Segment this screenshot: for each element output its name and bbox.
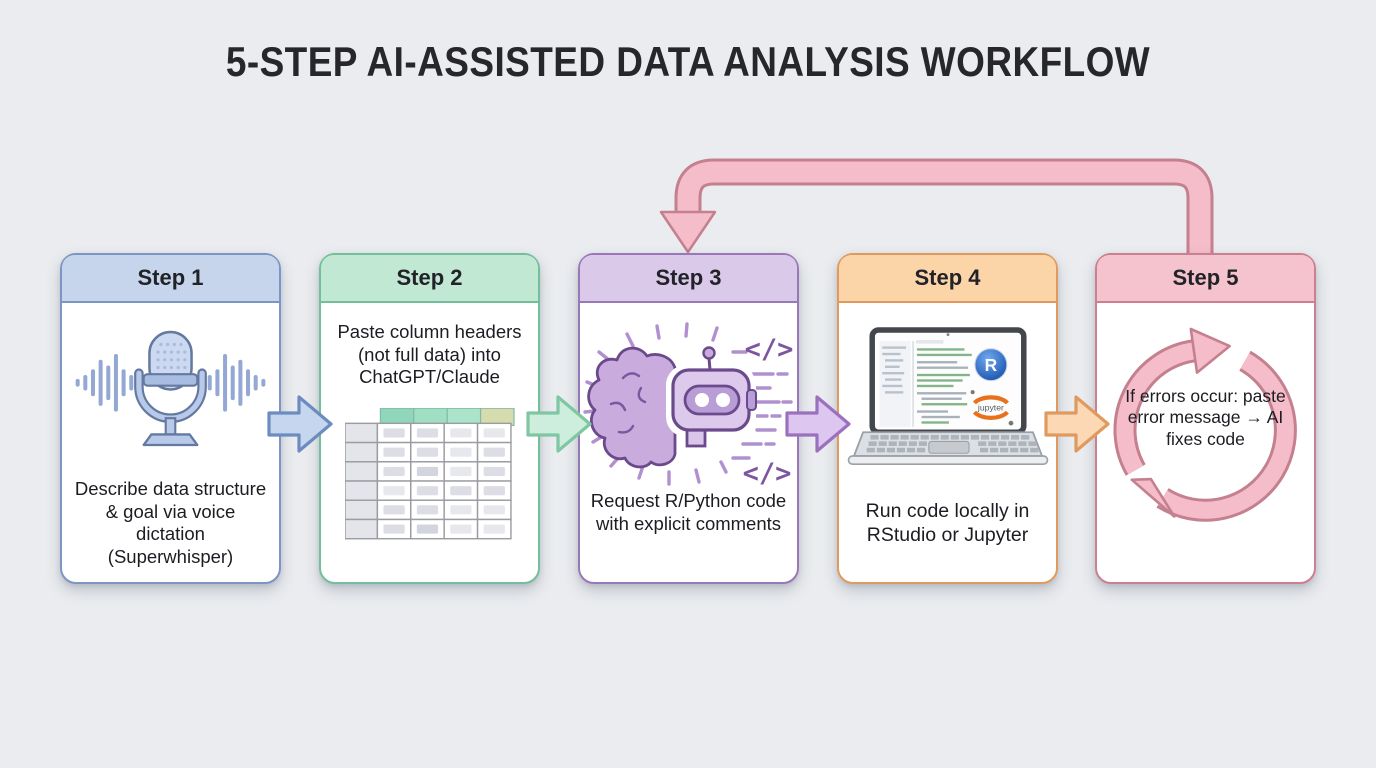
step-1-label: Step 1	[137, 265, 204, 290]
step-2-description: Paste column headers (not full data) int…	[337, 321, 522, 388]
spreadsheet-table-icon	[345, 408, 515, 540]
step-5-header: Step 5	[1097, 255, 1314, 303]
ai-robot-brain-code-icon: </> </>	[583, 322, 794, 488]
jupyter-logo: jupyter	[977, 402, 1004, 412]
step-4-description: Run code locally in RStudio or Jupyter	[865, 500, 1030, 546]
arrow-step1-to-step2	[267, 395, 333, 453]
step-5-description: If errors occur: paste error message → A…	[1125, 386, 1286, 449]
step-3-description: Request R/Python code with explicit comm…	[590, 490, 787, 534]
arrow-step3-to-step4	[785, 395, 851, 453]
step-5-label: Step 5	[1172, 265, 1239, 290]
step-4-label: Step 4	[914, 265, 981, 290]
diagram-title: 5-STEP AI-ASSISTED DATA ANALYSIS WORKFLO…	[225, 38, 1151, 85]
step-3-label: Step 3	[655, 265, 722, 290]
feedback-loop-arrowhead	[659, 210, 717, 254]
step-1-description: Describe data structure & goal via voice…	[74, 478, 267, 567]
step-1-header: Step 1	[62, 255, 279, 303]
code-glyph-bottom: </>	[743, 458, 792, 488]
code-glyph-top: </>	[745, 334, 794, 365]
arrow-step4-to-step5	[1044, 395, 1110, 453]
step-4-header: Step 4	[839, 255, 1056, 303]
error-fix-loop-icon	[1113, 327, 1297, 522]
microphone-voice-waves-icon	[75, 330, 266, 447]
laptop-rstudio-jupyter-icon: R jupyter	[847, 327, 1049, 466]
arrow-step2-to-step3	[526, 395, 592, 453]
r-logo: R	[985, 355, 998, 375]
step-2-label: Step 2	[396, 265, 463, 290]
step-3-header: Step 3	[580, 255, 797, 303]
step-2-header: Step 2	[321, 255, 538, 303]
